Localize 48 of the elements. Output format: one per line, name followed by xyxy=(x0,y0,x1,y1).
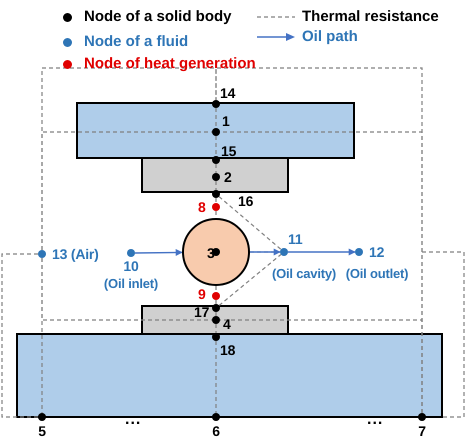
node-number: 14 xyxy=(220,85,236,101)
thermal-resistance-line xyxy=(220,319,423,413)
legend-text: Node of a solid body xyxy=(84,8,232,26)
node-number: 13 (Air) xyxy=(52,246,99,262)
node-number: 16 xyxy=(238,193,254,209)
flow-arrow xyxy=(288,248,356,256)
node-number: 11 xyxy=(288,231,302,247)
legend-text: Oil path xyxy=(302,28,358,46)
node-number: 7 xyxy=(418,423,426,439)
thermal-resistance-line xyxy=(215,324,217,333)
thermal-resistance-line xyxy=(1,253,38,418)
ellipsis-label: ... xyxy=(125,412,142,428)
node-number: 5 xyxy=(38,423,46,439)
thermal-resistance-line xyxy=(215,164,217,173)
node-number: 10 xyxy=(123,258,139,274)
node-number: 1 xyxy=(222,113,230,129)
thermal-resistance-line xyxy=(215,211,217,218)
thermal-resistance-line xyxy=(215,312,217,316)
node-caption: (Oil inlet) xyxy=(104,276,158,292)
node-number: 6 xyxy=(212,423,220,439)
thermal-resistance-line xyxy=(41,131,212,250)
node-caption: (Oil cavity) xyxy=(272,266,336,282)
thermal-resistance-line xyxy=(215,341,217,413)
node-number: 2 xyxy=(224,169,232,185)
ball-circle xyxy=(182,218,250,286)
node-number: 4 xyxy=(223,316,231,332)
ellipsis-label: ... xyxy=(367,412,384,428)
node-caption: (Oil outlet) xyxy=(346,266,408,282)
thermal-resistance-line xyxy=(215,300,217,304)
thermal-resistance-line xyxy=(218,254,282,306)
node-number: 17 xyxy=(194,304,210,320)
legend-text: Node of a fluid xyxy=(84,33,188,51)
thermal-resistance-line xyxy=(218,196,282,250)
node-number: 15 xyxy=(221,143,236,159)
thermal-resistance-line xyxy=(41,258,43,413)
legend-text: Thermal resistance xyxy=(302,8,439,26)
thermal-resistance-line xyxy=(215,198,217,203)
node-number: 12 xyxy=(369,244,384,260)
thermal-resistance-line xyxy=(215,181,217,190)
thermal-resistance-line xyxy=(215,136,217,156)
thermal-resistance-line xyxy=(215,108,217,128)
flow-arrow xyxy=(135,248,183,256)
thermal-resistance-line xyxy=(215,286,217,292)
node-number: 8 xyxy=(198,199,206,215)
node-number: 18 xyxy=(220,342,236,358)
legend-text: Node of heat generation xyxy=(84,55,256,73)
flow-arrow xyxy=(250,248,281,256)
node-number: 9 xyxy=(198,286,206,302)
